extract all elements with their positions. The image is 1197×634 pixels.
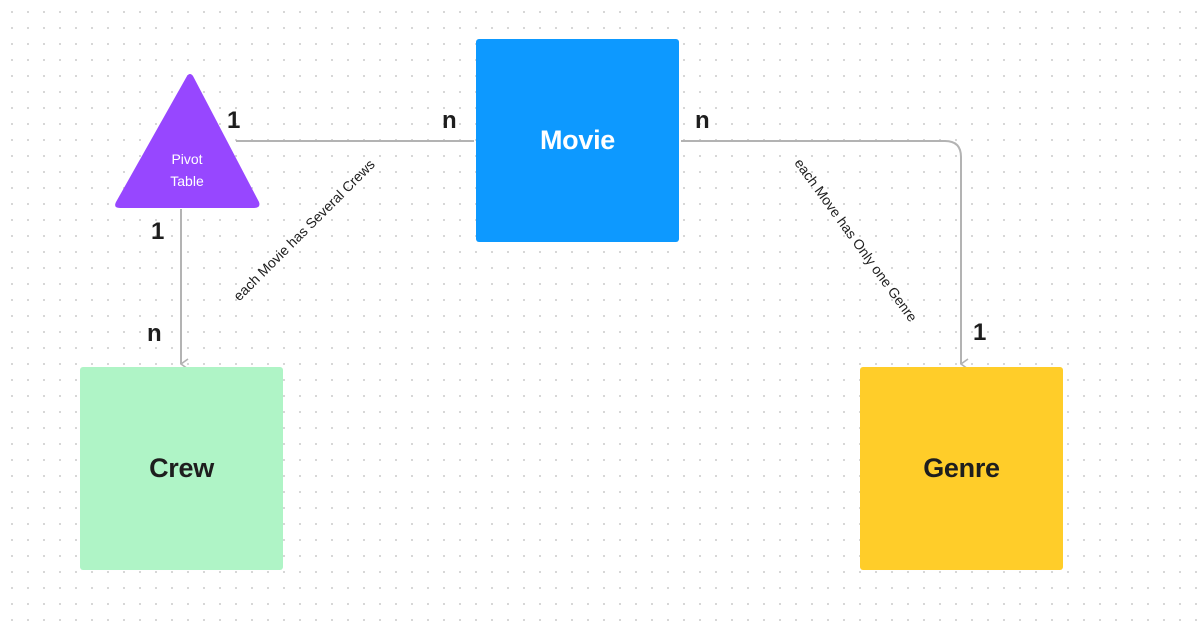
cardinality-movie-genre-many: n bbox=[695, 107, 710, 134]
pivot-label-line-2: Table bbox=[170, 173, 204, 189]
cardinality-pivot-movie-one: 1 bbox=[227, 107, 241, 134]
cardinality-movie-pivot-many: n bbox=[442, 107, 457, 134]
crew-entity[interactable]: Crew bbox=[80, 367, 283, 570]
cardinality-crew-many: n bbox=[147, 320, 162, 347]
cardinality-genre-one: 1 bbox=[973, 319, 987, 346]
connector-movie-genre[interactable] bbox=[681, 140, 961, 364]
movie-label: Movie bbox=[539, 125, 616, 155]
genre-label: Genre bbox=[923, 453, 1000, 483]
crew-label: Crew bbox=[149, 453, 214, 483]
pivot-table-label: Pivot Table bbox=[138, 148, 236, 192]
cardinality-pivot-crew-one: 1 bbox=[151, 218, 165, 245]
pivot-table-triangle[interactable] bbox=[115, 74, 260, 208]
genre-entity[interactable]: Genre bbox=[860, 367, 1063, 570]
pivot-label-line-1: Pivot bbox=[171, 151, 203, 167]
movie-entity[interactable]: Movie bbox=[476, 39, 679, 242]
